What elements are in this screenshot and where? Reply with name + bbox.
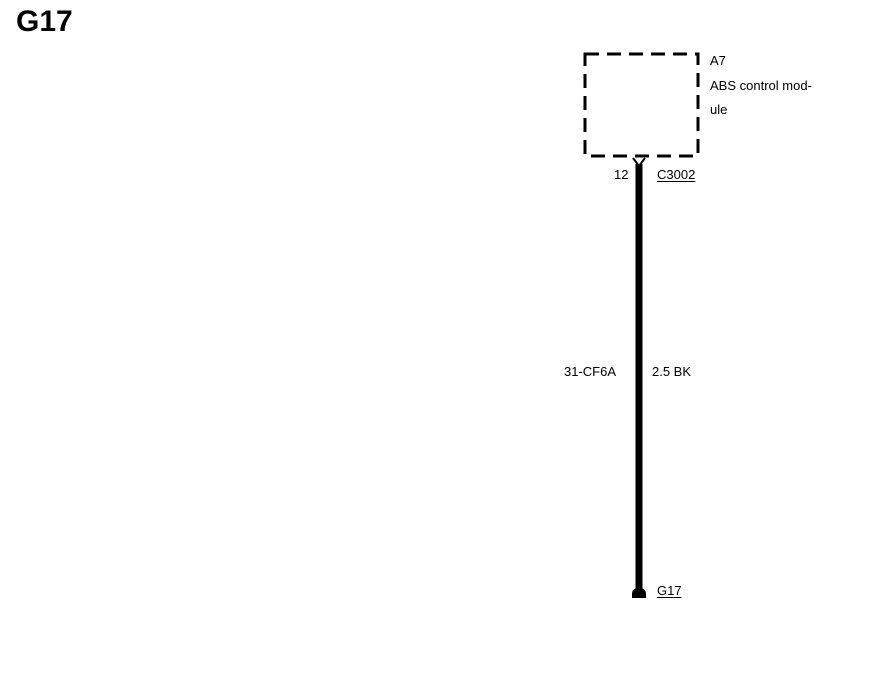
module-box [583, 52, 700, 158]
page-title: G17 [16, 5, 73, 38]
connector-id: C3002 [657, 167, 696, 182]
ground-id: G17 [657, 583, 682, 598]
wire-circuit: 31-CF6A [564, 364, 617, 379]
ground-symbol-icon [632, 588, 646, 598]
connector-pin: 12 [614, 167, 629, 182]
module-ref: A7 [710, 53, 726, 68]
module-name-line2: ule [710, 102, 728, 117]
wire-spec: 2.5 BK [652, 364, 692, 379]
module-name-line1: ABS control mod- [710, 78, 812, 93]
